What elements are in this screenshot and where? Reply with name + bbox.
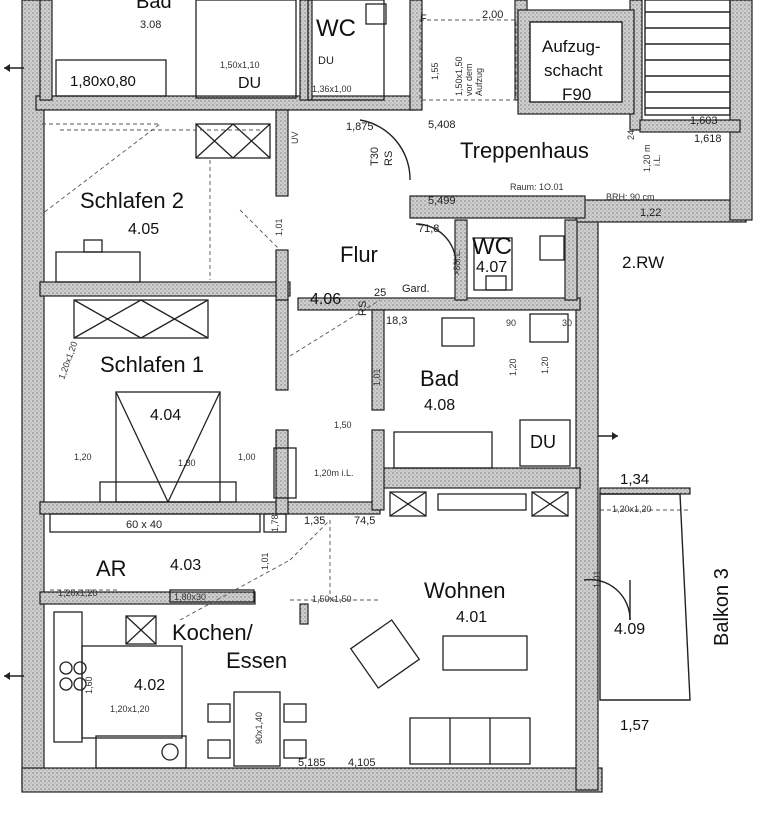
dim-label: 1,20m i.L. xyxy=(314,468,354,478)
room-ar-name: AR xyxy=(96,556,127,581)
dim-label: 74,5 xyxy=(354,515,375,527)
room-labels: Bad 3.08 WC DU Aufzug- schacht F90 Trepp… xyxy=(80,0,733,694)
room-wc-number: 4.07 xyxy=(476,259,507,276)
outer-walls xyxy=(21,0,753,793)
dim-label: 30 xyxy=(562,318,572,328)
dim-label: 1,618 xyxy=(694,133,722,145)
dim-label: 1,20 xyxy=(74,452,92,462)
dim-label: 90 xyxy=(506,318,516,328)
dim-label: 1,603 xyxy=(690,115,718,127)
dim-label: 1,01 xyxy=(372,368,382,386)
dim-label: 1,20 xyxy=(508,358,518,376)
dim-label: 1,20x1,20 xyxy=(58,588,98,598)
room-schlafen1-name: Schlafen 1 xyxy=(100,352,204,377)
dim-label: 1,20x1,20 xyxy=(612,504,652,514)
elevator-shaft xyxy=(517,9,635,115)
rw-label: 2.RW xyxy=(622,253,664,272)
room-wc-top-du: DU xyxy=(318,55,334,67)
dimension-labels: 1,80x0,80 1,50x1,10 DU 1,36x1,00 2,00 1,… xyxy=(56,9,721,769)
room-schlafen1-number: 4.04 xyxy=(150,407,181,424)
room-bad-number: 4.08 xyxy=(424,397,455,414)
room-wohnen-name: Wohnen xyxy=(424,578,506,603)
dim-label: 24 xyxy=(626,130,636,140)
dim-label: 1,20 xyxy=(540,356,550,374)
room-balkon-name: Balkon 3 xyxy=(711,568,733,646)
staircase xyxy=(644,0,731,116)
elevator-line2: schacht xyxy=(544,61,603,80)
dim-label: 1,36x1,00 xyxy=(312,84,352,94)
dim-label: 1,80 xyxy=(178,458,196,468)
furniture xyxy=(49,0,571,769)
dim-label: 1,01 xyxy=(274,218,284,236)
elevator-line3: F90 xyxy=(562,85,591,104)
dim-label: 1,34 xyxy=(620,471,649,488)
dim-label: 1,01 xyxy=(592,570,602,588)
room-ar-number: 4.03 xyxy=(170,557,201,574)
dim-label: 1,20x1,20 xyxy=(56,340,79,381)
dim-label: 1,20x1,20 xyxy=(110,704,150,714)
room-kochen-number: 4.02 xyxy=(134,677,165,694)
arrow-markers xyxy=(4,64,618,680)
dim-label: i.L. xyxy=(652,154,662,166)
dim-label: 18,3 xyxy=(386,315,407,327)
dim-label: 1,875 xyxy=(346,121,374,133)
dim-label: 25 xyxy=(374,287,386,299)
dim-label: vor dem xyxy=(464,63,474,96)
dim-label: F xyxy=(420,13,427,25)
dim-label: 1,50 xyxy=(334,420,352,430)
dim-label: 71,8 xyxy=(418,223,439,235)
room-wc-name: WC xyxy=(472,233,512,260)
interior-walls xyxy=(39,0,741,625)
dim-label: T30 xyxy=(369,147,381,166)
elevator-line1: Aufzug- xyxy=(542,37,601,56)
dim-label: 1,50x1,10 xyxy=(220,60,260,70)
dim-label: 1,78 xyxy=(270,514,280,532)
door-swings xyxy=(41,19,690,621)
dim-label: 1,80x30 xyxy=(174,592,206,602)
dim-label: DU xyxy=(238,75,261,92)
dim-label: Aufzug xyxy=(474,68,484,96)
room-treppenhaus-brh: BRH: 90 cm xyxy=(606,192,655,202)
room-balkon-number: 4.09 xyxy=(614,621,645,638)
dim-label: RS xyxy=(383,151,395,166)
room-bad-top-name: Bad xyxy=(136,0,172,13)
dim-label: Gard. xyxy=(402,283,430,295)
room-kochen-line1: Kochen/ xyxy=(172,620,254,645)
dim-label: 1,01 xyxy=(260,552,270,570)
dim-label: 1,50x1,50 xyxy=(454,56,464,96)
dim-label: 60 x 40 xyxy=(126,519,162,531)
dim-label: 1,00 xyxy=(238,452,256,462)
dim-label: 1,80x0,80 xyxy=(70,73,136,90)
room-bad-name: Bad xyxy=(420,366,459,391)
dim-label: 1,50x1,50 xyxy=(312,594,352,604)
dim-label: 5,499 xyxy=(428,195,456,207)
room-treppenhaus-name: Treppenhaus xyxy=(460,138,589,163)
dim-label: 90x1,40 xyxy=(254,712,264,744)
dim-label: 1,57 xyxy=(620,717,649,734)
room-kochen-line2: Essen xyxy=(226,648,287,673)
room-schlafen2-number: 4.05 xyxy=(128,221,159,238)
room-wohnen-number: 4.01 xyxy=(456,609,487,626)
dim-label: 1,55 xyxy=(430,62,440,80)
dim-label: RS xyxy=(357,301,369,316)
balcony xyxy=(599,493,691,701)
dim-label: 1,35 xyxy=(304,515,325,527)
room-flur-name: Flur xyxy=(340,242,378,267)
room-wc-top-name: WC xyxy=(316,15,356,42)
dim-label: 2,00 xyxy=(482,9,503,21)
room-bad-top-number: 3.08 xyxy=(140,19,161,31)
dim-label: 1,60 xyxy=(84,676,94,694)
dim-label: 5,185 xyxy=(298,757,326,769)
dim-label: >80l.L. xyxy=(452,249,462,276)
dim-label: 5,408 xyxy=(428,119,456,131)
dim-label: 1,22 xyxy=(640,207,661,219)
room-schlafen2-name: Schlafen 2 xyxy=(80,188,184,213)
dim-label: 4,105 xyxy=(348,757,376,769)
room-treppenhaus-raum: Raum: 1O.01 xyxy=(510,182,564,192)
dim-label: 1,20 m xyxy=(642,144,652,172)
dim-label: UV xyxy=(290,131,300,144)
room-flur-number: 4.06 xyxy=(310,291,341,308)
room-bad-du: DU xyxy=(530,432,556,452)
